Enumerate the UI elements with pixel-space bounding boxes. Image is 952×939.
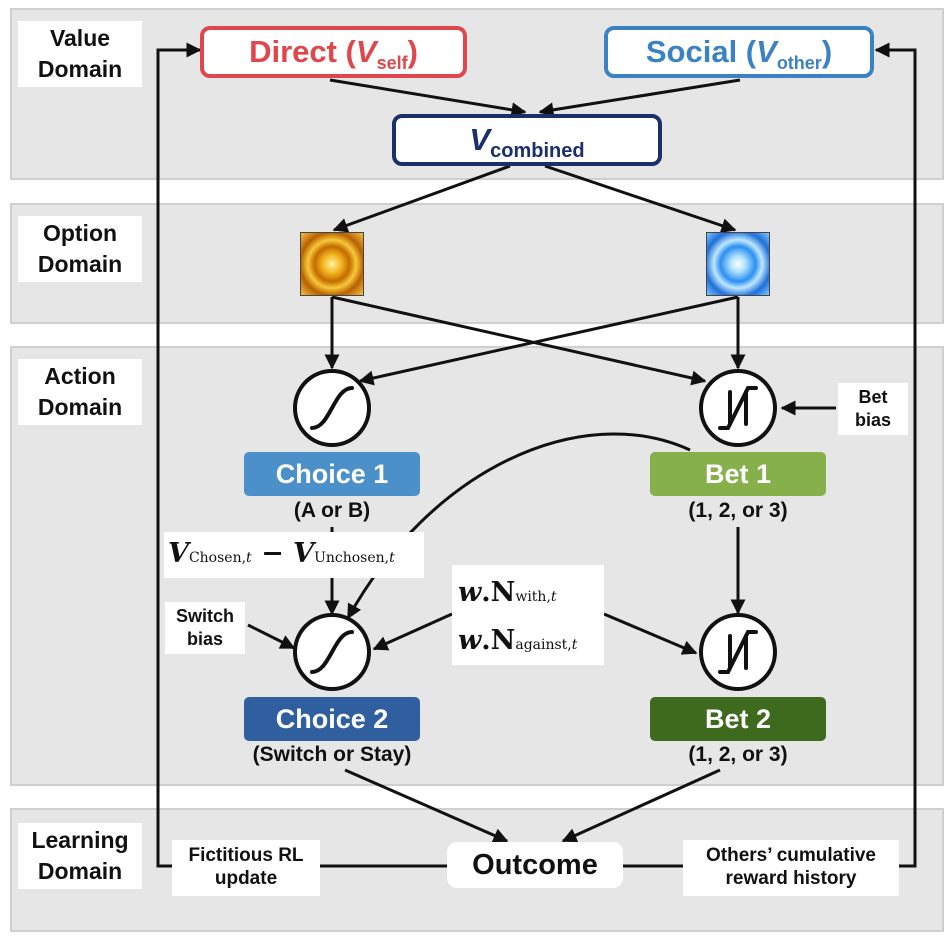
spiral-fractal-option	[300, 232, 364, 296]
choice1-box: Choice 1	[244, 452, 420, 496]
sigmoid-icon	[310, 386, 354, 430]
social-value-node: Social (Vother)	[604, 26, 874, 78]
combined-value-node: Vcombined	[392, 114, 662, 166]
sigmoid-icon	[310, 630, 354, 674]
choice2-options: (Switch or Stay)	[252, 743, 412, 766]
choice1-options: (A or B)	[293, 499, 371, 522]
bet2-options: (1, 2, or 3)	[688, 743, 788, 766]
bet2-box: Bet 2	[650, 697, 826, 741]
choice2-box: Choice 2	[244, 697, 420, 741]
threshold-icon	[718, 630, 758, 674]
bet1-options: (1, 2, or 3)	[688, 499, 788, 522]
direct-value-node: Direct (Vself)	[200, 26, 467, 78]
threshold-icon	[718, 386, 758, 430]
outcome-node: Outcome	[447, 842, 623, 888]
n-with-formula: w.Nwith,t w.Nagainst,t	[452, 565, 604, 665]
value-difference-formula: VChosen,t − VUnchosen,t	[164, 532, 424, 578]
bet1-box: Bet 1	[650, 452, 826, 496]
option-domain-band	[10, 203, 944, 324]
snowflake-fractal-option	[706, 232, 770, 296]
